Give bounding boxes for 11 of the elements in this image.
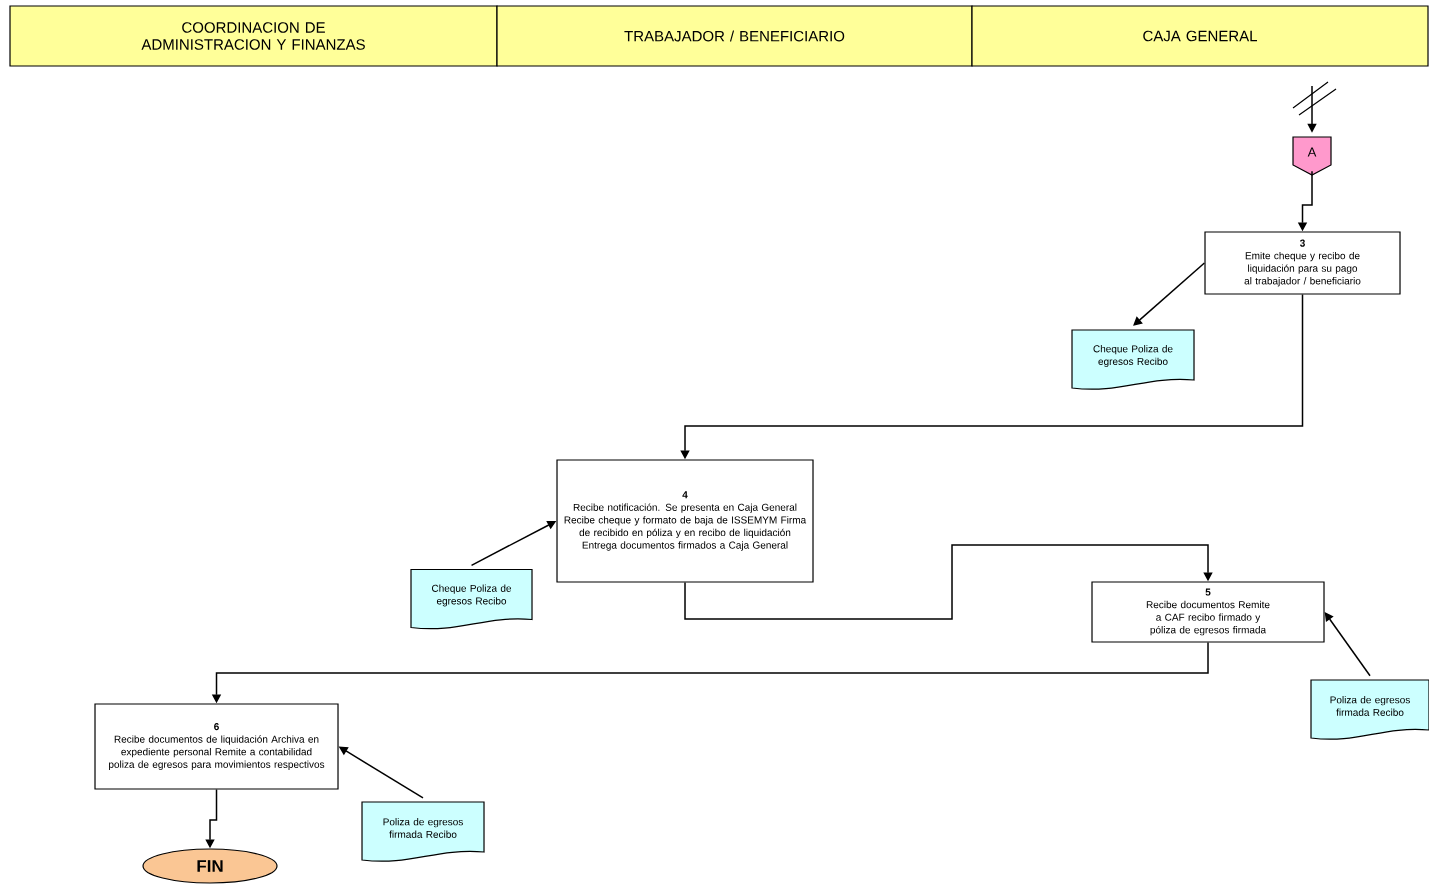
lane-header: COORDINACION DE ADMINISTRACION Y FINANZAS	[9, 5, 498, 67]
process-box: 4 Recibe notificación. Se presenta en Caja General Recibe cheque y formato de baja de ISSEMYM Firma de recibido en póliza y en recibo de liquidación Entrega documentos firmados a Caja General	[556, 459, 814, 583]
process-box: 3 Emite cheque y recibo de liquidación para su pago al trabajador / beneficiario	[1204, 231, 1401, 295]
connector-pentagon: A	[1292, 136, 1332, 176]
lane-header: CAJA GENERAL	[971, 5, 1429, 67]
lane-header: TRABAJADOR / BENEFICIARIO	[496, 5, 973, 67]
arrow	[684, 544, 1213, 620]
arrow	[1324, 612, 1371, 677]
process-box: 6 Recibe documentos de liquidación Archiva en expediente personal Remite a contabilidad poliza de egresos para movimientos respectivos	[94, 703, 339, 790]
arrow	[1133, 262, 1206, 326]
process-box: 5 Recibe documentos Remite a CAF recibo firmado y póliza de egresos firmada	[1091, 581, 1325, 643]
